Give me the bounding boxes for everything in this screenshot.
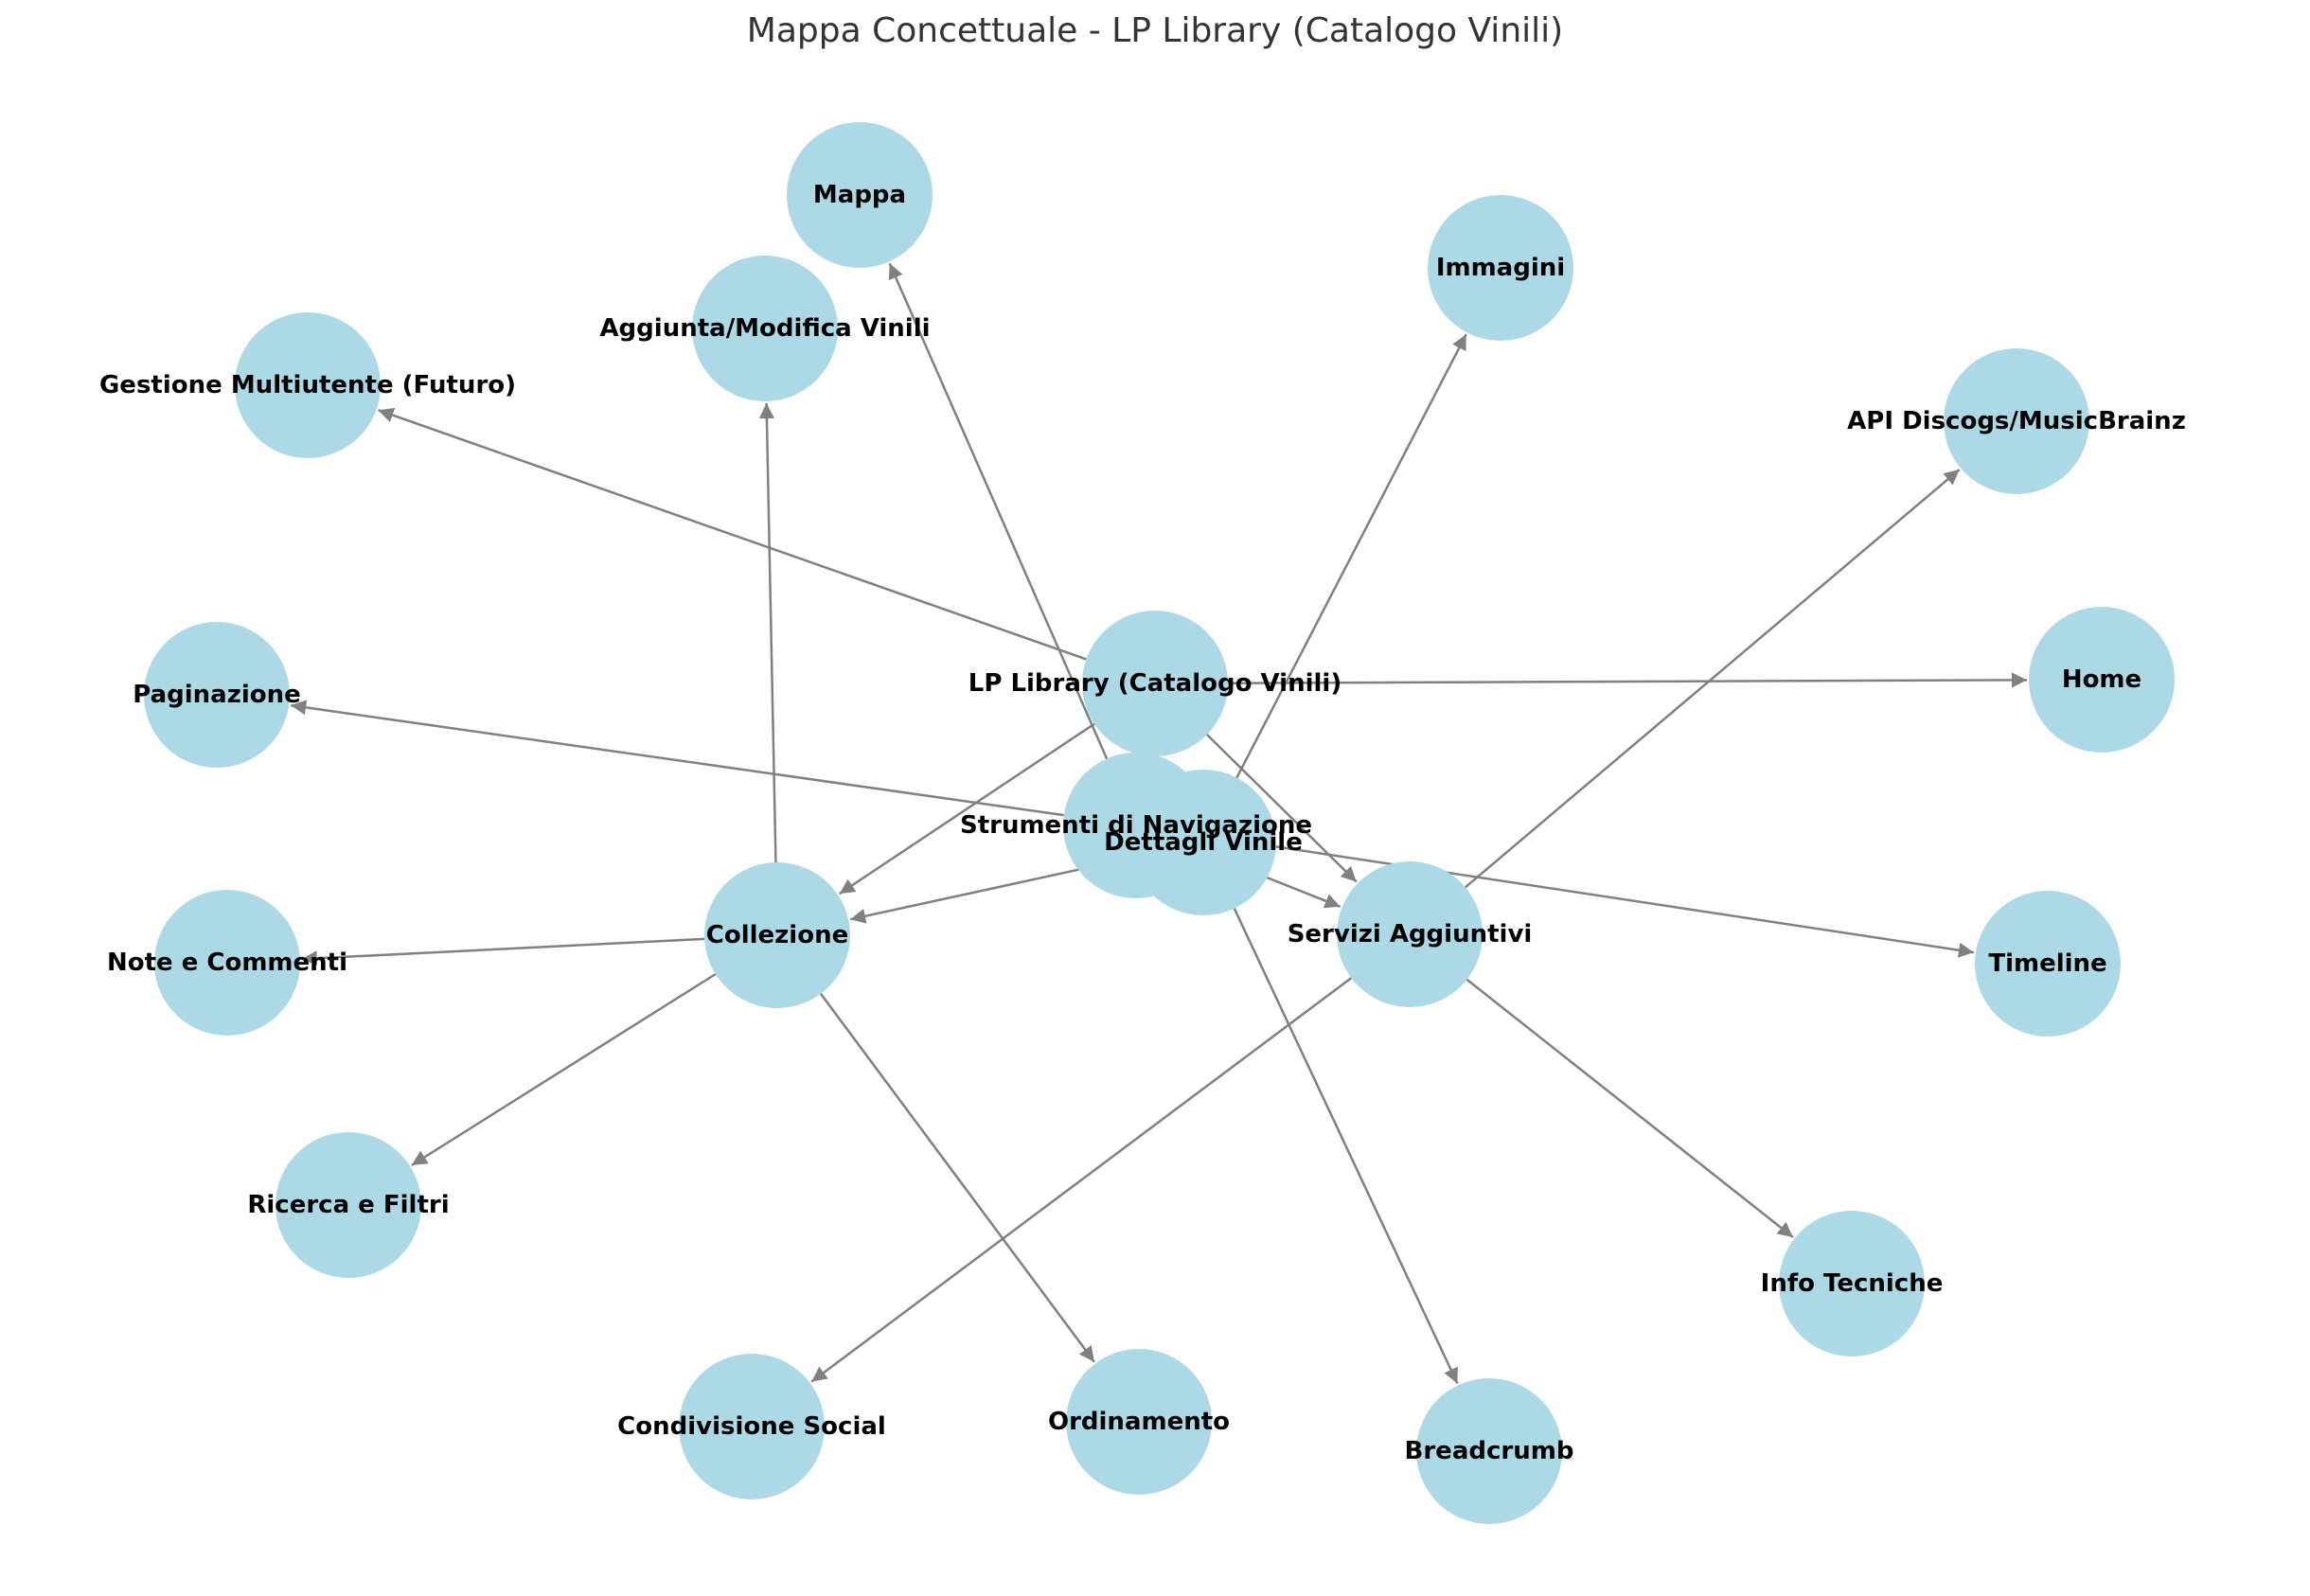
node-breadcrumb: [1416, 1378, 1562, 1524]
node-label-social: Condivisione Social: [617, 1412, 886, 1441]
node-circle-gestione: [235, 312, 381, 458]
node-circle-note: [154, 890, 300, 1036]
edge-servizi-to-api: [1464, 469, 1961, 889]
node-label-ricerca: Ricerca e Filtri: [247, 1191, 449, 1219]
edge-strumenti-to-timeline: [1207, 835, 1975, 958]
node-note: [154, 890, 300, 1036]
node-immagini: [1428, 195, 1573, 341]
node-label-home: Home: [2062, 665, 2141, 694]
node-dettagli: [1130, 770, 1276, 915]
node-ricerca: [275, 1132, 421, 1278]
node-label-immagini: Immagini: [1436, 254, 1565, 282]
node-circle-servizi: [1337, 861, 1483, 1007]
node-ordinamento: [1066, 1349, 1212, 1495]
node-circle-collezione: [704, 862, 850, 1008]
node-collezione: [704, 862, 850, 1008]
node-circle-home: [2029, 607, 2175, 753]
edge-root-to-servizi: [1205, 734, 1358, 883]
node-circle-paginazione: [144, 622, 290, 768]
node-gestione: [235, 312, 381, 458]
node-circle-info: [1779, 1211, 1925, 1357]
node-timeline: [1975, 891, 2121, 1037]
edge-collezione-to-aggiunta: [758, 402, 777, 863]
edge-servizi-to-social: [810, 977, 1353, 1383]
node-label-api: API Discogs/MusicBrainz: [1847, 407, 2186, 435]
node-label-info: Info Tecniche: [1761, 1269, 1944, 1298]
edge-collezione-to-ordinamento: [819, 993, 1095, 1363]
node-paginazione: [144, 622, 290, 768]
edge-dettagli-to-breadcrumb: [1233, 908, 1459, 1385]
node-circle-ordinamento: [1066, 1349, 1212, 1495]
node-circle-ricerca: [275, 1132, 421, 1278]
node-label-gestione: Gestione Multiutente (Futuro): [99, 371, 516, 399]
edge-collezione-to-note: [301, 937, 705, 966]
edge-collezione-to-ricerca: [411, 972, 717, 1166]
node-label-mappa: Mappa: [813, 181, 906, 209]
node-label-breadcrumb: Breadcrumb: [1405, 1437, 1574, 1465]
node-label-servizi: Servizi Aggiuntivi: [1288, 920, 1533, 949]
node-aggiunta: [692, 256, 838, 401]
node-label-timeline: Timeline: [1988, 949, 2106, 978]
node-label-dettagli: Dettagli Vinile: [1104, 828, 1303, 857]
node-circle-social: [679, 1354, 825, 1499]
node-api: [1944, 348, 2089, 494]
edges-layer: [291, 262, 2028, 1385]
edge-strumenti-to-mappa: [888, 262, 1109, 759]
nodes-layer: LP Library (Catalogo Vinili) Collezione St…: [99, 122, 2186, 1524]
edge-strumenti-to-paginazione: [291, 700, 1064, 817]
node-servizi: [1337, 861, 1483, 1007]
edge-root-to-home: [1227, 672, 2028, 688]
node-root: [1082, 611, 1228, 756]
diagram-title: Mappa Concettuale - LP Library (Catalogo…: [746, 11, 1564, 50]
node-label-aggiunta: Aggiunta/Modifica Vinili: [599, 314, 930, 343]
edge-root-to-collezione: [839, 722, 1095, 896]
node-home: [2029, 607, 2175, 753]
node-label-collezione: Collezione: [706, 921, 848, 949]
node-circle-timeline: [1975, 891, 2121, 1037]
edge-root-to-gestione: [378, 407, 1087, 661]
edge-servizi-to-info: [1466, 978, 1794, 1239]
node-social: [679, 1354, 825, 1499]
node-label-root: LP Library (Catalogo Vinili): [968, 669, 1342, 698]
node-circle-mappa: [787, 122, 933, 268]
node-circle-breadcrumb: [1416, 1378, 1562, 1524]
node-circle-aggiunta: [692, 256, 838, 401]
node-label-strumenti: Strumenti di Navigazione: [960, 811, 1312, 840]
node-mappa: [787, 122, 933, 268]
node-label-note: Note e Commenti: [107, 949, 347, 977]
node-circle-api: [1944, 348, 2089, 494]
node-info: [1779, 1211, 1925, 1357]
node-circle-immagini: [1428, 195, 1573, 341]
node-circle-dettagli: [1130, 770, 1276, 915]
node-circle-root: [1082, 611, 1228, 756]
node-label-paginazione: Paginazione: [133, 681, 301, 709]
node-label-ordinamento: Ordinamento: [1048, 1408, 1230, 1436]
edge-dettagli-to-immagini: [1235, 333, 1467, 779]
